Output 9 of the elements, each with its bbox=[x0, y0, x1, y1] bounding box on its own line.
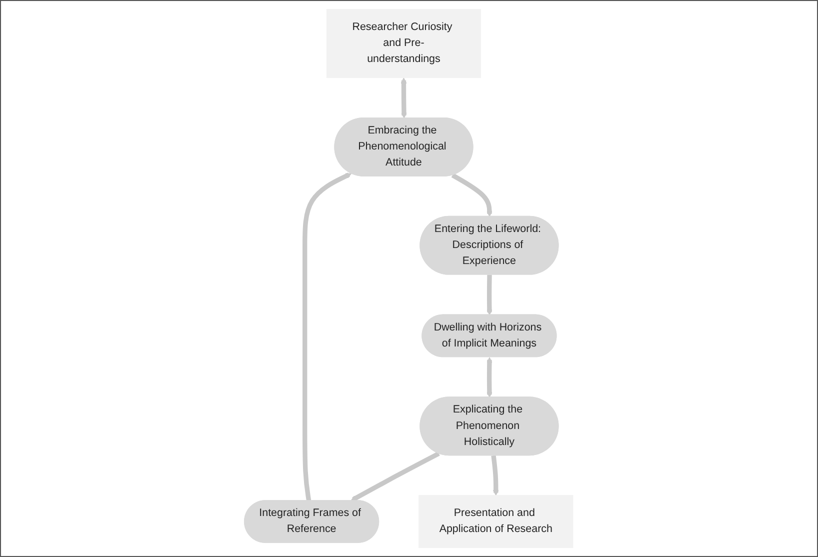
arrow bbox=[351, 451, 440, 502]
node-box: Researcher Curiosity and Pre-understandings bbox=[326, 9, 482, 78]
arrow bbox=[486, 357, 493, 398]
arrow bbox=[486, 274, 493, 316]
arrow bbox=[492, 455, 500, 496]
arrow bbox=[401, 78, 408, 118]
arrow bbox=[452, 173, 493, 217]
arrow bbox=[302, 172, 352, 502]
node-box: Presentation and Application of Research bbox=[418, 495, 574, 548]
